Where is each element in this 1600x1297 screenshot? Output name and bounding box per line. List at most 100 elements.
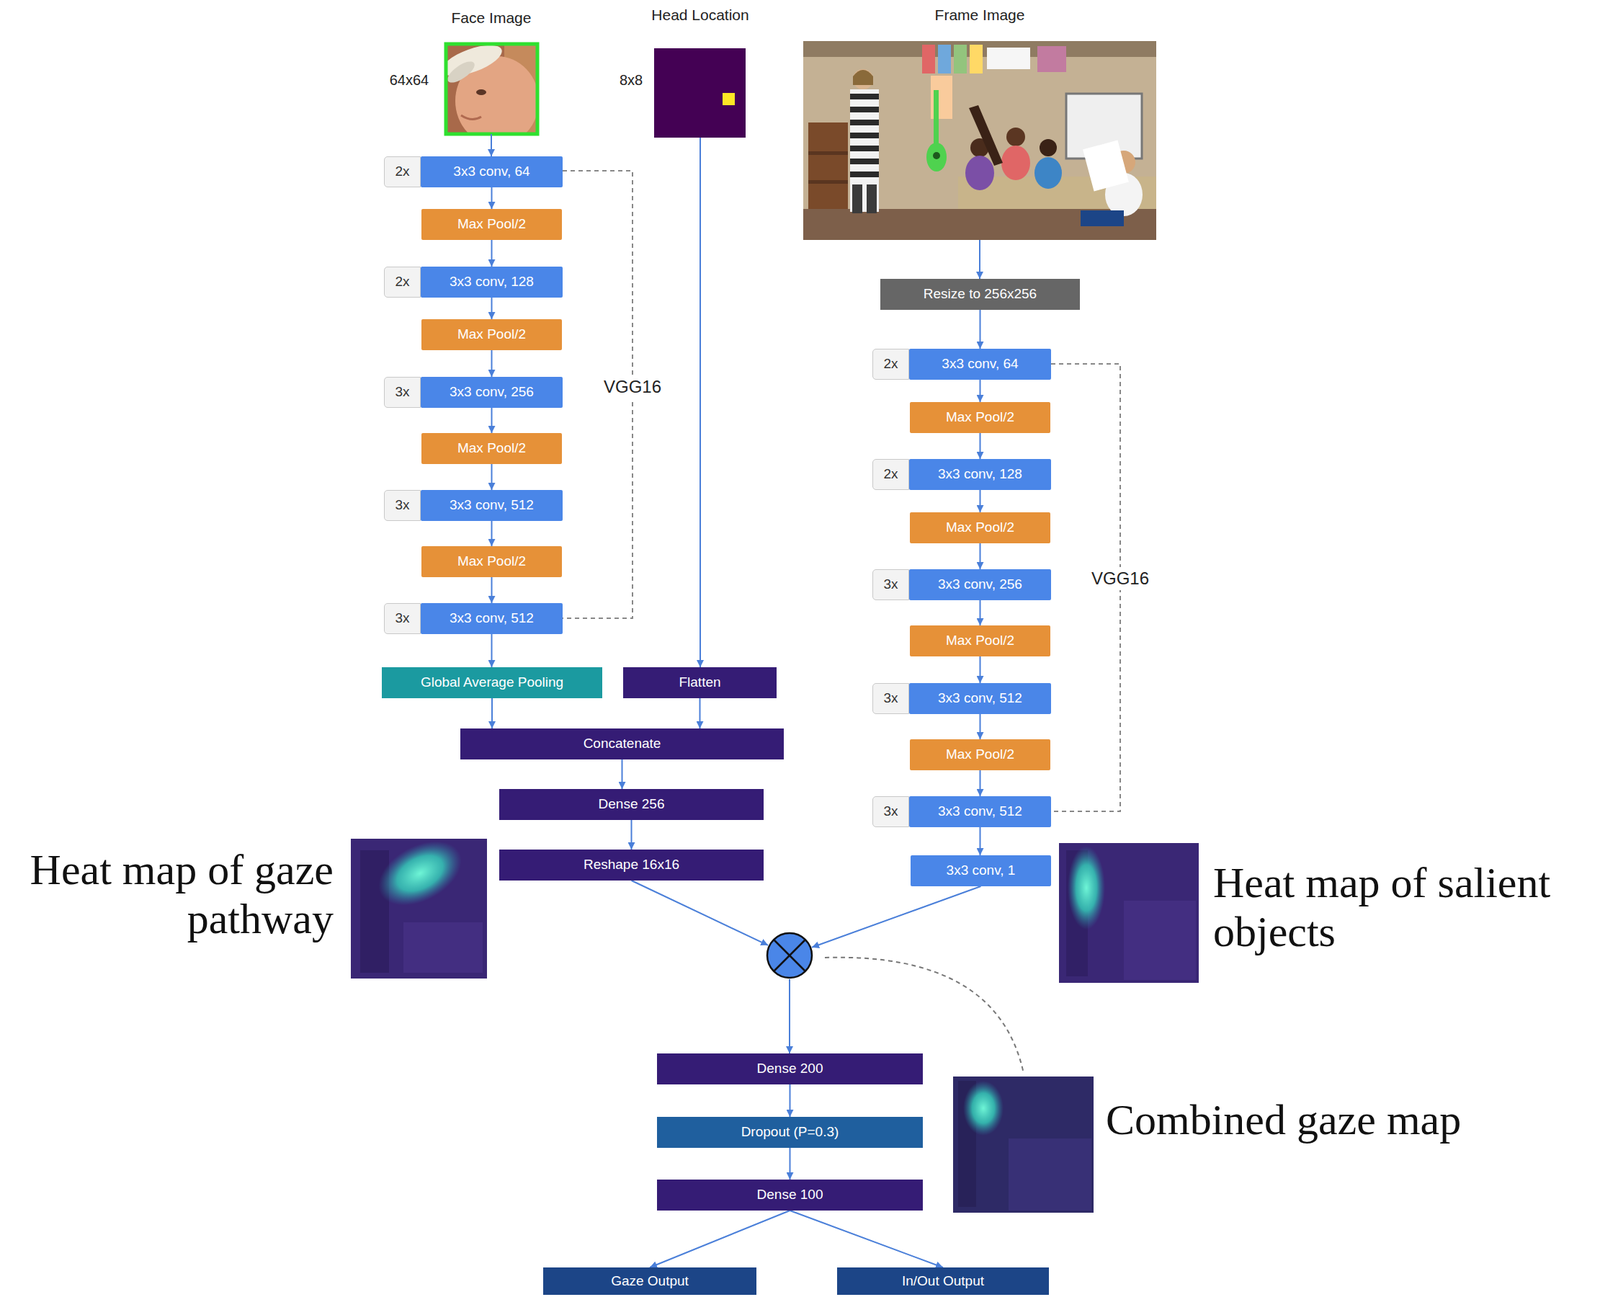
layer-label: 3x3 conv, 512 [449, 610, 534, 627]
combined-heatmap [953, 1076, 1094, 1213]
classroom-photo [1006, 127, 1026, 147]
layer-label: 3x [883, 576, 898, 593]
head-location-grid [654, 48, 746, 138]
repeat-count: 2x [872, 458, 910, 490]
annotation-label: Combined gaze map [1105, 1095, 1582, 1144]
layer-label: 3x3 conv, 256 [937, 576, 1023, 593]
classroom-photo [1034, 157, 1062, 189]
layer-label: Global Average Pooling [420, 674, 564, 691]
layer-label: Max Pool/2 [457, 326, 526, 343]
group-label: VGG16 [1088, 566, 1152, 591]
input-heading: Face Image [451, 8, 532, 27]
reshape-layer: Reshape 16x16 [499, 849, 764, 881]
repeat-count: 3x [872, 569, 910, 601]
annotation-label: Heat map of gaze pathway [5, 845, 334, 943]
flow-arrow [491, 239, 493, 267]
pool-layer: Max Pool/2 [909, 625, 1051, 657]
frame-image-input: Frame Image [803, 5, 1157, 240]
head-location-input: Head Location [642, 5, 758, 138]
pool-layer: Max Pool/2 [421, 208, 562, 240]
flow-arrow [979, 432, 982, 459]
conv-layer: 3x3 conv, 512 [420, 602, 563, 634]
group-label: VGG16 [600, 375, 665, 399]
flow-arrow [789, 1084, 791, 1117]
conv-layer: 3x3 conv, 512 [420, 489, 563, 521]
classroom-photo [965, 155, 995, 191]
saliency-heatmap [1058, 842, 1199, 983]
face-border [445, 43, 538, 134]
classroom-photo [1001, 145, 1031, 181]
layer-label: 3x [883, 690, 898, 707]
conv-layer: 3x3 conv, 64 [909, 348, 1052, 380]
layer-label: Reshape 16x16 [583, 856, 680, 874]
layer-label: Max Pool/2 [457, 553, 526, 570]
classroom-photo [808, 122, 848, 209]
classroom-photo [852, 184, 863, 214]
repeat-count: 3x [383, 602, 421, 634]
flatten-layer: Flatten [623, 667, 777, 699]
layer-label: 3x [883, 803, 898, 820]
layer-label: 3x3 conv, 1 [946, 862, 1016, 879]
gaze-heatmap [403, 922, 483, 973]
layer-label: Dense 100 [757, 1186, 824, 1204]
flow-arrow [631, 819, 633, 850]
classroom-photo [937, 44, 951, 74]
conv-layer: 3x3 conv, 256 [420, 376, 563, 408]
gaze-heatmap [350, 827, 487, 979]
classroom-photo [926, 142, 947, 172]
conv-layer: 3x3 conv, 128 [909, 458, 1052, 490]
flow-arrow [979, 827, 982, 856]
layer-label: 3x3 conv, 128 [937, 466, 1023, 483]
pool-layer: Max Pool/2 [909, 512, 1051, 544]
saliency-heatmap [1067, 845, 1106, 930]
flow-arrow [979, 770, 982, 797]
flow-arrow [979, 543, 982, 570]
layer-label: Max Pool/2 [945, 632, 1015, 650]
flow-arrow [699, 137, 701, 668]
layer-label: 3x3 conv, 64 [453, 163, 530, 181]
flow-arrow [631, 880, 769, 946]
dense-layer: Dense 100 [657, 1179, 923, 1211]
layer-label: 3x3 conv, 512 [449, 497, 534, 514]
layer-label: Max Pool/2 [945, 519, 1015, 536]
classroom-photo [1037, 46, 1067, 73]
output-head: In/Out Output [837, 1267, 1049, 1295]
repeat-count: 3x [872, 682, 910, 714]
classroom-photo [1039, 139, 1057, 157]
classroom-photo [922, 44, 936, 74]
flow-arrow [491, 577, 493, 603]
layer-label: 3x [394, 610, 410, 627]
flow-arrow [491, 187, 493, 209]
flow-arrow [491, 407, 493, 433]
classroom-photo [852, 69, 874, 90]
conv-layer: 3x3 conv, 1 [910, 855, 1052, 887]
classroom-photo [850, 119, 879, 126]
flow-arrow [491, 520, 493, 547]
face-photo [445, 57, 478, 87]
flow-arrow [491, 698, 493, 729]
classroom-photo [808, 151, 848, 155]
dimension-label: 64x64 [389, 72, 430, 89]
flow-arrow [979, 489, 982, 513]
flow-arrow [979, 309, 982, 349]
layer-label: 3x3 conv, 512 [937, 690, 1023, 707]
flow-arrow [979, 239, 981, 279]
combined-heatmap [953, 1076, 1094, 1213]
pool-layer: Max Pool/2 [909, 739, 1051, 771]
classroom-photo [932, 152, 941, 160]
layer-label: 2x [394, 273, 410, 291]
classroom-photo [850, 106, 879, 113]
flow-arrow [811, 886, 981, 948]
repeat-count: 3x [872, 796, 910, 828]
head-location-grid [722, 92, 735, 106]
pool-layer: Max Pool/2 [421, 546, 562, 578]
dropout-layer: Dropout (P=0.3) [657, 1116, 923, 1148]
classroom-photo [852, 69, 874, 86]
flow-arrow [789, 1147, 791, 1180]
layer-label: 2x [883, 466, 898, 483]
pool-layer: Max Pool/2 [421, 319, 562, 351]
head-location-grid [654, 48, 746, 138]
gaze-heatmap [367, 827, 472, 918]
flow-arrow [979, 379, 982, 402]
conv-layer: 3x3 conv, 128 [420, 266, 563, 298]
